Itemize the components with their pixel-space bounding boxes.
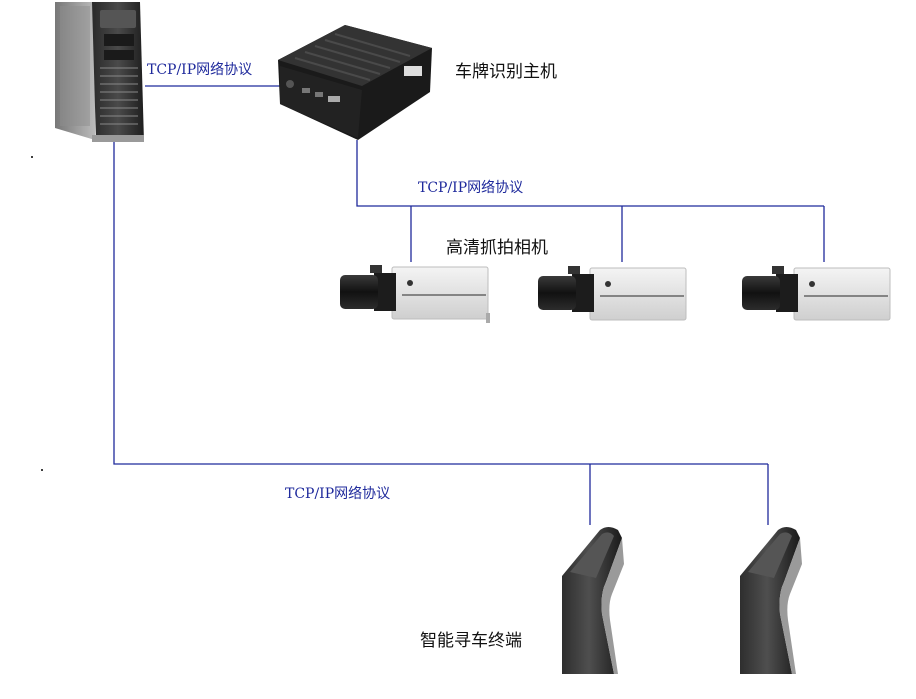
- host-unit-icon: [278, 25, 432, 140]
- kiosk-icon: [740, 527, 802, 674]
- hd-cameras-label: 高清抓拍相机: [446, 238, 548, 258]
- dot-mark: [41, 469, 43, 471]
- plate-recognition-host-label: 车牌识别主机: [455, 62, 557, 82]
- dot-mark: [31, 156, 33, 158]
- camera-icon: [340, 265, 490, 323]
- link-host-cameras: [356, 140, 824, 207]
- smart-terminals-label: 智能寻车终端: [420, 631, 522, 651]
- kiosk-icon: [562, 527, 624, 674]
- protocol-label-host-cameras: TCP/IP网络协议: [418, 180, 524, 196]
- link-server-terminals: [113, 140, 768, 465]
- protocol-label-server-terminals: TCP/IP网络协议: [285, 486, 391, 502]
- server-icon: [55, 2, 144, 142]
- camera-icon: [538, 266, 687, 321]
- connection-lines: [113, 85, 825, 525]
- camera-icon: [742, 266, 891, 321]
- protocol-label-server-host: TCP/IP网络协议: [147, 62, 253, 78]
